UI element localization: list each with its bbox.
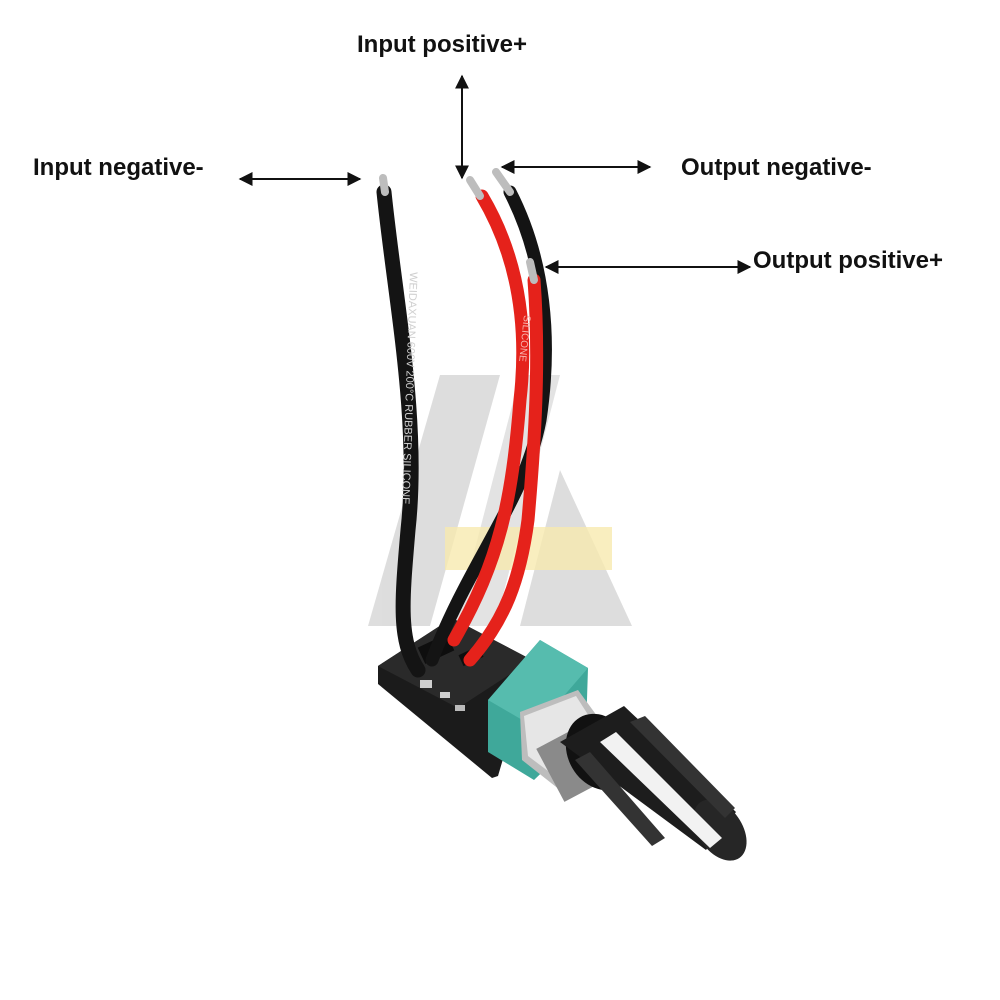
- potentiometer: [488, 640, 600, 802]
- annotation-arrows: [238, 74, 752, 274]
- potentiometer-knob: [560, 706, 747, 861]
- wire-input-positive: [447, 189, 530, 647]
- label-output-negative: Output negative-: [681, 154, 872, 181]
- label-input-negative: Input negative-: [33, 154, 204, 181]
- wire-input-negative: [376, 184, 426, 678]
- wire-output-positive: [463, 273, 544, 667]
- wires: [376, 168, 552, 678]
- label-output-positive: Output positive+: [753, 247, 944, 274]
- label-input-positive: Input positive+: [357, 31, 528, 58]
